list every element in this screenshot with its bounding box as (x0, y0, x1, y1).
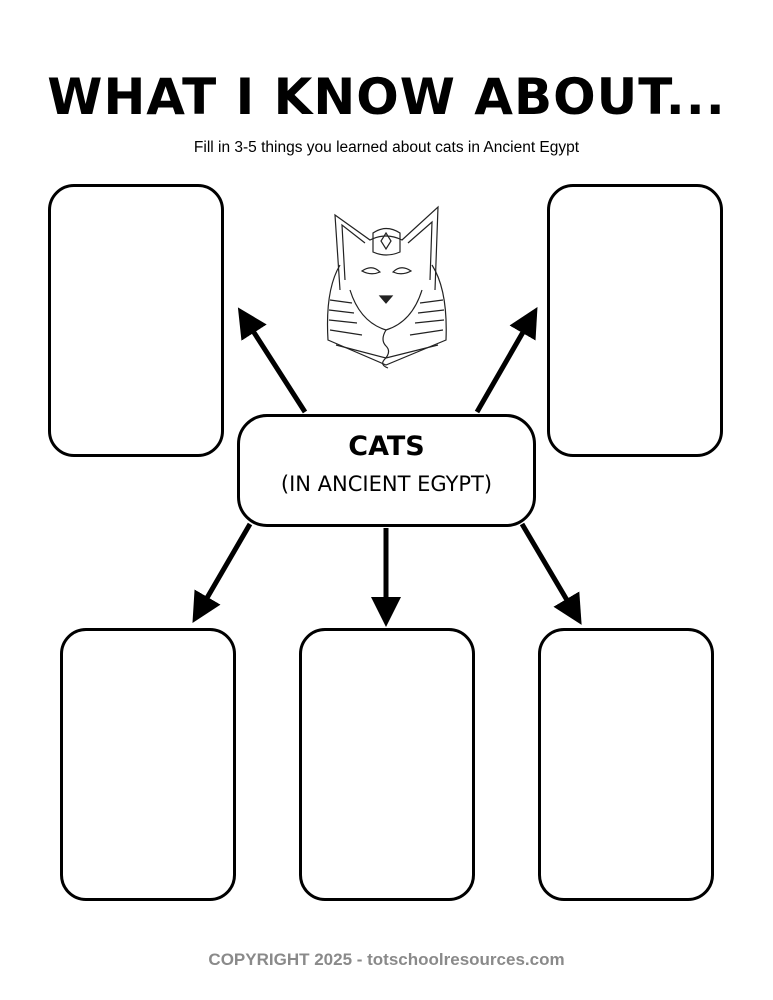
answer-box-bottom-left[interactable] (60, 628, 236, 901)
instructions: Fill in 3-5 things you learned about cat… (193, 139, 580, 156)
center-topic-subtitle: (IN ANCIENT EGYPT) (280, 472, 493, 496)
page-title: WHAT I KNOW ABOUT... (47, 68, 726, 126)
answer-box-bottom-right[interactable] (538, 628, 714, 901)
answer-box-bottom-center[interactable] (299, 628, 475, 901)
answer-box-top-right[interactable] (547, 184, 723, 457)
center-topic-title: CATS (348, 431, 425, 462)
egyptian-cat-icon (326, 205, 447, 369)
arrow-top-left (237, 307, 308, 414)
answer-box-top-left[interactable] (48, 184, 224, 457)
copyright-footer: COPYRIGHT 2025 - totschoolresources.com (208, 950, 565, 969)
center-topic-box: CATS (IN ANCIENT EGYPT) (237, 414, 536, 527)
arrow-top-right (474, 307, 538, 414)
arrow-bottom-right (519, 522, 582, 625)
arrow-bottom-left (192, 522, 253, 623)
